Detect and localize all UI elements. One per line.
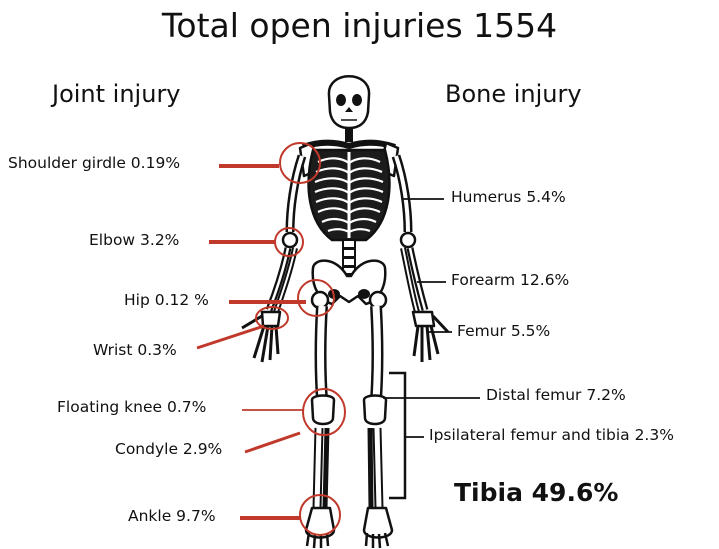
right-knee: [364, 396, 386, 425]
label-forearm: Forearm 12.6%: [451, 271, 569, 289]
bone-injury-heading: Bone injury: [445, 80, 582, 108]
page-title: Total open injuries 1554: [0, 6, 719, 45]
label-distal-femur: Distal femur 7.2%: [486, 386, 626, 404]
label-floating-knee: Floating knee 0.7%: [57, 398, 206, 416]
label-hip: Hip 0.12 %: [124, 291, 209, 309]
label-elbow: Elbow 3.2%: [89, 231, 179, 249]
joint-injury-heading: Joint injury: [52, 80, 181, 108]
label-tibia: Tibia 49.6%: [454, 478, 618, 507]
label-condyle: Condyle 2.9%: [115, 440, 222, 458]
label-ipsilateral-femur-tibia: Ipsilateral femur and tibia 2.3%: [429, 426, 674, 444]
label-ankle: Ankle 9.7%: [128, 507, 216, 525]
bone-leader-lines: [383, 199, 480, 498]
skeleton-figure: [242, 76, 448, 548]
label-femur: Femur 5.5%: [457, 322, 550, 340]
label-shoulder-girdle: Shoulder girdle 0.19%: [8, 154, 180, 172]
left-knee: [312, 396, 334, 425]
label-humerus: Humerus 5.4%: [451, 188, 566, 206]
label-wrist: Wrist 0.3%: [93, 341, 177, 359]
